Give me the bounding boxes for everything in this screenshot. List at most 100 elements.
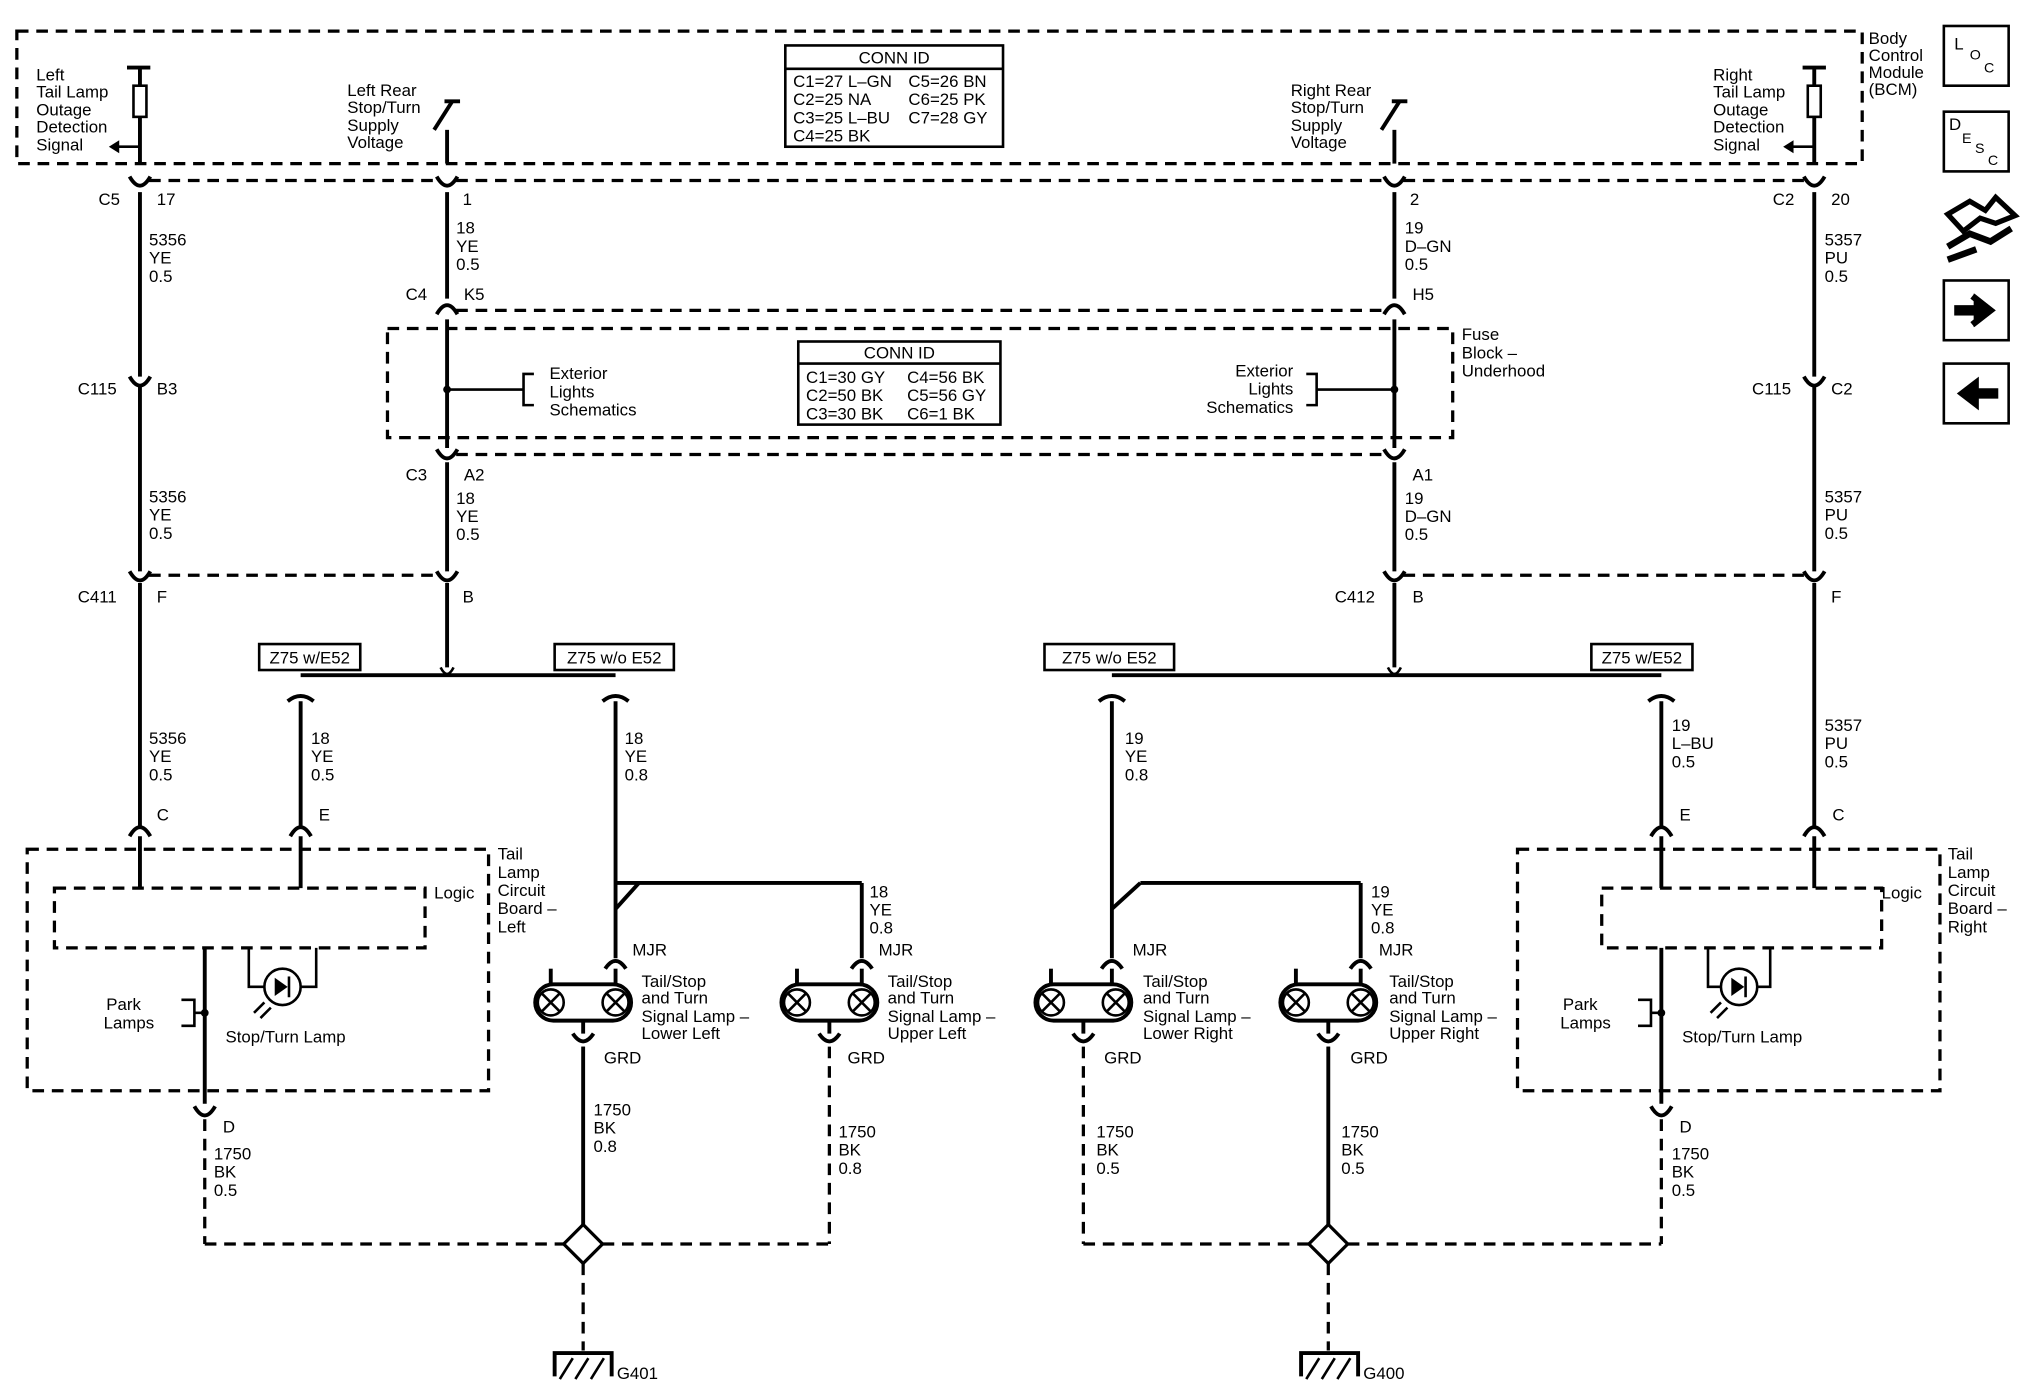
desc-button[interactable]: D E S C bbox=[1942, 110, 2010, 173]
option-z75-w-e52-left: Z75 w/E52 bbox=[257, 642, 362, 672]
svg-text:0.5: 0.5 bbox=[149, 765, 172, 784]
svg-text:Lights: Lights bbox=[549, 382, 594, 401]
svg-text:0.5: 0.5 bbox=[1825, 267, 1848, 286]
wire-18-08-lower-left: 18 YE 0.8 bbox=[625, 729, 648, 784]
svg-text:YE: YE bbox=[1371, 900, 1393, 919]
logic-box-right bbox=[1600, 886, 1884, 950]
svg-text:BK: BK bbox=[838, 1141, 861, 1160]
loc-button[interactable]: L O C bbox=[1942, 24, 2010, 87]
svg-text:Z75 w/E52: Z75 w/E52 bbox=[269, 649, 350, 668]
fuse-block-lower-connector: C3 A2 A1 bbox=[406, 448, 1433, 484]
svg-text:Lights: Lights bbox=[1248, 380, 1293, 399]
wire-18-mid: 18 YE 0.5 bbox=[456, 489, 479, 544]
svg-text:18: 18 bbox=[870, 882, 889, 901]
svg-text:CONN ID: CONN ID bbox=[859, 49, 930, 68]
svg-text:C412: C412 bbox=[1335, 587, 1375, 606]
board-left-label: Tail Lamp Circuit Board – Left bbox=[498, 845, 558, 937]
svg-text:5356: 5356 bbox=[149, 488, 186, 507]
svg-text:C5: C5 bbox=[98, 190, 120, 209]
svg-text:Tail: Tail bbox=[1948, 845, 1973, 864]
svg-text:0.5: 0.5 bbox=[1405, 525, 1428, 544]
svg-text:18: 18 bbox=[456, 489, 475, 508]
svg-text:1750: 1750 bbox=[1341, 1122, 1378, 1141]
board-ground-connectors: D D bbox=[192, 1105, 1692, 1136]
lamp-upper-left: MJR Tail/Stop and Turn Signal Lamp – Upp… bbox=[779, 941, 996, 1067]
svg-text:0.8: 0.8 bbox=[838, 1159, 861, 1178]
svg-text:G400: G400 bbox=[1363, 1364, 1404, 1383]
svg-text:PU: PU bbox=[1825, 506, 1848, 525]
wire-19-upper: 19 D–GN 0.5 bbox=[1405, 219, 1452, 274]
svg-text:Signal Lamp –: Signal Lamp – bbox=[1389, 1007, 1497, 1026]
svg-text:YE: YE bbox=[149, 249, 171, 268]
svg-text:Stop/Turn: Stop/Turn bbox=[1291, 98, 1364, 117]
svg-text:0.8: 0.8 bbox=[594, 1137, 617, 1156]
svg-text:1750: 1750 bbox=[594, 1100, 631, 1119]
wire-5357-upper: 5357 PU 0.5 bbox=[1825, 230, 1862, 285]
bcm-connector-pins: C5 17 1 2 C2 20 bbox=[98, 175, 1850, 209]
svg-text:MJR: MJR bbox=[879, 941, 914, 960]
svg-text:1750: 1750 bbox=[214, 1145, 251, 1164]
svg-text:Lower Left: Lower Left bbox=[641, 1024, 720, 1043]
svg-text:Signal Lamp –: Signal Lamp – bbox=[888, 1007, 996, 1026]
svg-text:B: B bbox=[463, 587, 474, 606]
svg-text:Signal Lamp –: Signal Lamp – bbox=[1143, 1007, 1251, 1026]
svg-text:C7=28 GY: C7=28 GY bbox=[908, 108, 987, 127]
next-arrow-button[interactable] bbox=[1942, 279, 2010, 342]
svg-text:18: 18 bbox=[456, 219, 475, 238]
svg-text:Fuse: Fuse bbox=[1462, 325, 1499, 344]
svg-text:C6=1 BK: C6=1 BK bbox=[907, 404, 976, 423]
svg-text:C: C bbox=[157, 806, 169, 825]
svg-text:5357: 5357 bbox=[1825, 230, 1862, 249]
svg-text:Board –: Board – bbox=[1948, 899, 2008, 918]
svg-text:C1=27 L–GN: C1=27 L–GN bbox=[793, 72, 892, 91]
bcm-box bbox=[15, 29, 1864, 166]
svg-text:BK: BK bbox=[214, 1163, 237, 1182]
svg-text:F: F bbox=[1831, 587, 1841, 606]
ground-splice-left bbox=[561, 1222, 605, 1266]
park-lamps-right: Park Lamps bbox=[1560, 995, 1611, 1032]
option-z75-wo-e52-right: Z75 w/o E52 bbox=[1043, 642, 1176, 672]
svg-text:Stop/Turn: Stop/Turn bbox=[347, 98, 420, 117]
svg-text:L: L bbox=[1954, 34, 1963, 53]
svg-text:Schematics: Schematics bbox=[549, 401, 636, 420]
svg-text:Z75 w/o E52: Z75 w/o E52 bbox=[1062, 649, 1157, 668]
svg-text:MJR: MJR bbox=[632, 941, 667, 960]
exterior-lights-ref-left[interactable]: Exterior Lights Schematics bbox=[549, 364, 636, 419]
svg-text:Stop/Turn Lamp: Stop/Turn Lamp bbox=[225, 1028, 345, 1047]
svg-text:and Turn: and Turn bbox=[641, 989, 707, 1008]
svg-text:BK: BK bbox=[1672, 1163, 1695, 1182]
previous-arrow-button[interactable] bbox=[1942, 362, 2010, 425]
wire-19-08-lower-right: 19 YE 0.8 bbox=[1125, 729, 1148, 784]
svg-text:Exterior: Exterior bbox=[549, 364, 607, 383]
stop-turn-lamp-right: Stop/Turn Lamp bbox=[1682, 947, 1802, 1047]
svg-text:B3: B3 bbox=[157, 380, 178, 399]
wire-18-08-upper-left: 18 YE 0.8 bbox=[870, 882, 893, 937]
right-outage-signal: Right Tail Lamp Outage Detection Signal bbox=[1713, 65, 1826, 164]
ground-g400: G400 bbox=[1299, 1351, 1404, 1383]
svg-text:20: 20 bbox=[1831, 190, 1850, 209]
svg-text:Body: Body bbox=[1869, 29, 1908, 48]
wire-5356-lower: 5356 YE 0.5 bbox=[149, 729, 186, 784]
svg-text:0.5: 0.5 bbox=[1672, 752, 1695, 771]
svg-text:D–GN: D–GN bbox=[1405, 507, 1452, 526]
svg-text:BK: BK bbox=[594, 1119, 617, 1138]
svg-text:0.5: 0.5 bbox=[1096, 1159, 1119, 1178]
svg-text:Park: Park bbox=[106, 995, 141, 1014]
svg-text:C3=30 BK: C3=30 BK bbox=[806, 404, 884, 423]
connector-view-icon[interactable] bbox=[1943, 193, 2020, 263]
svg-text:GRD: GRD bbox=[1104, 1048, 1141, 1067]
svg-text:Right: Right bbox=[1948, 917, 1988, 936]
wire-1750-right-board: 1750 BK 0.5 bbox=[1672, 1145, 1709, 1200]
svg-text:C115: C115 bbox=[1752, 380, 1791, 399]
svg-text:(BCM): (BCM) bbox=[1869, 80, 1918, 99]
svg-text:Signal: Signal bbox=[1713, 136, 1760, 155]
svg-text:1750: 1750 bbox=[1672, 1145, 1709, 1164]
svg-text:and Turn: and Turn bbox=[1389, 989, 1455, 1008]
tail-lamp-board-right bbox=[1515, 847, 1942, 1093]
right-supply-voltage: Right Rear Stop/Turn Supply Voltage bbox=[1291, 81, 1408, 164]
svg-text:O: O bbox=[1970, 48, 1981, 64]
svg-text:Voltage: Voltage bbox=[347, 133, 403, 152]
exterior-lights-ref-right[interactable]: Exterior Lights Schematics bbox=[1206, 362, 1293, 417]
lamp-lower-right: MJR Tail/Stop and Turn Signal Lamp – Low… bbox=[1033, 941, 1251, 1067]
